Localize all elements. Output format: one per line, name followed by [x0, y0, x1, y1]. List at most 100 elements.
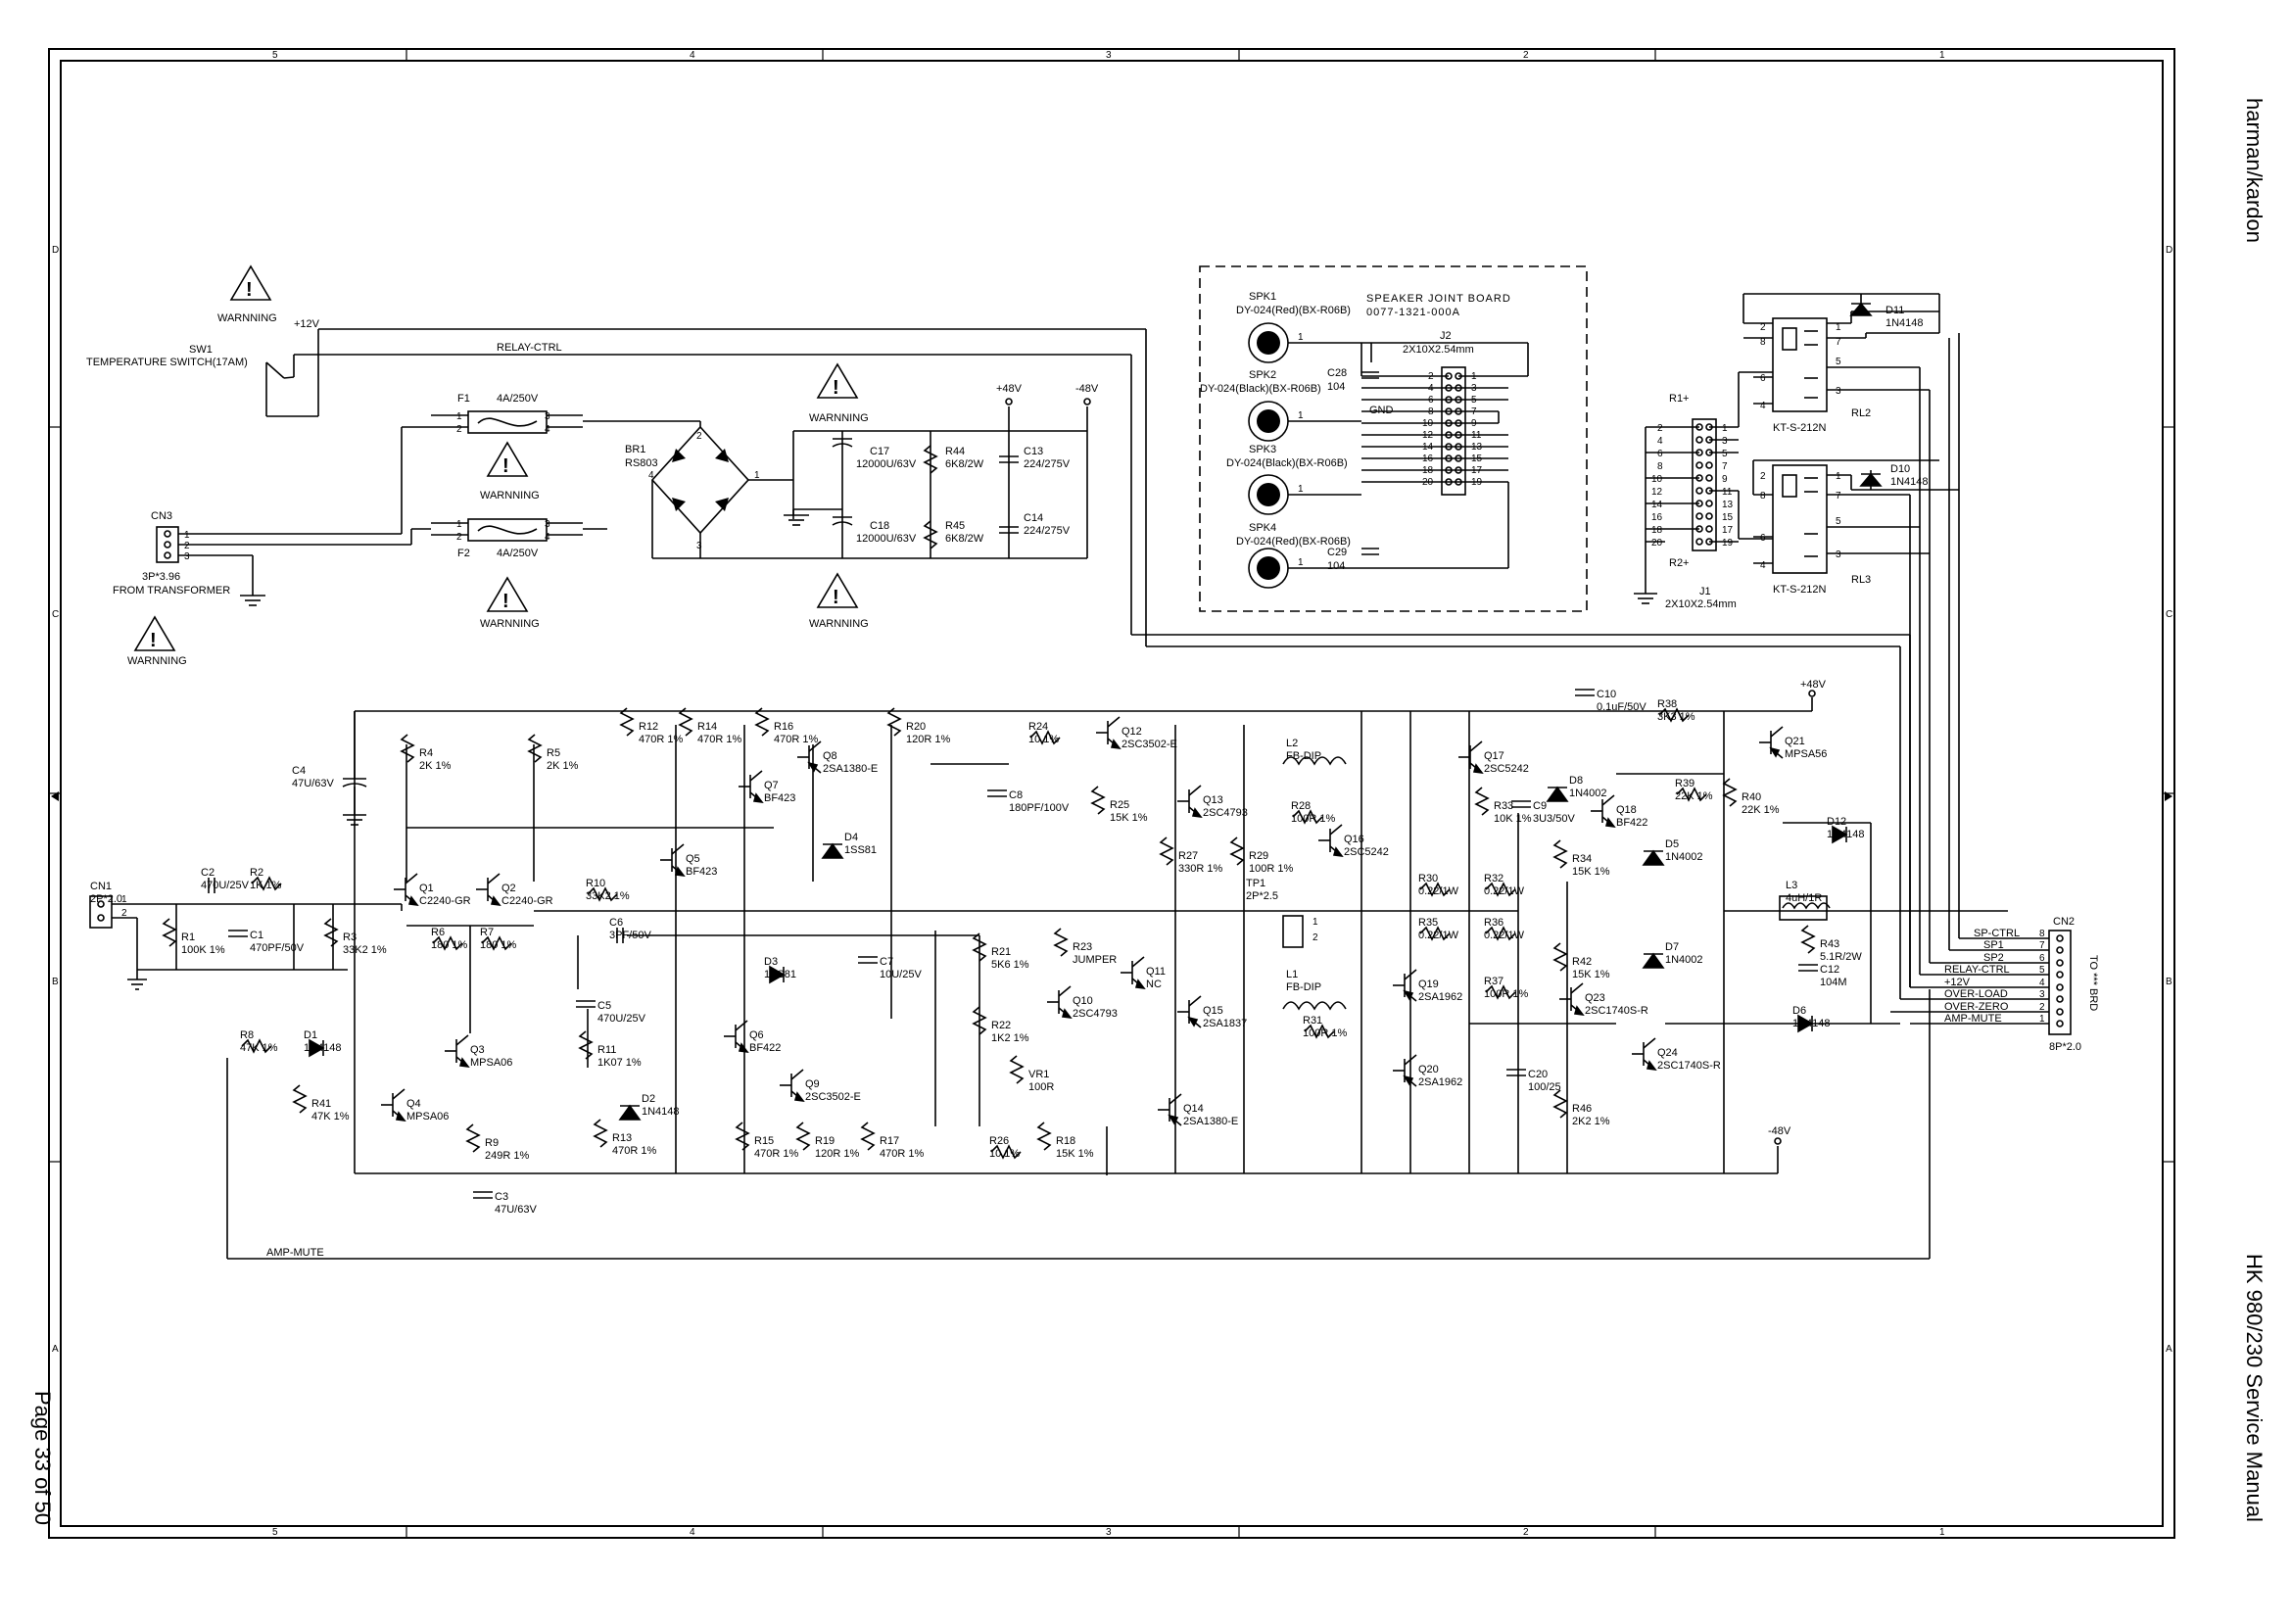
zone-right-A: A: [2166, 1344, 2172, 1355]
part-value: 1N4148: [304, 1042, 342, 1054]
r32-symbol: [1485, 882, 1516, 897]
r37-symbol: [1485, 984, 1516, 1000]
svg-text:1: 1: [184, 530, 190, 541]
r28-symbol: [1292, 809, 1323, 825]
zone-top-2: 2: [1523, 50, 1529, 61]
part-value: 2SA1962: [1418, 991, 1462, 1003]
part-value: 33K2 1%: [343, 944, 387, 956]
part-value: 180PF/100V: [1009, 802, 1070, 814]
part-value: 100R 1%: [1249, 863, 1293, 875]
d11-diode: [1849, 294, 1873, 316]
spk3-desc: DY-024(Black)(BX-R06B): [1226, 457, 1348, 469]
svg-text:3: 3: [1836, 386, 1841, 397]
svg-text:1: 1: [1298, 410, 1304, 421]
d1-symbol: [309, 1038, 325, 1058]
sw1-desc: TEMPERATURE SWITCH(17AM): [86, 357, 248, 368]
psu-ground: [784, 509, 809, 526]
d8-symbol: [1546, 786, 1569, 802]
zone-right-B: B: [2166, 977, 2172, 987]
c17-cap: [832, 438, 853, 448]
r44-ref: R44: [945, 446, 965, 457]
r18-symbol: [1036, 1122, 1052, 1151]
p48-amp-terminal: [1808, 690, 1816, 697]
part-ref: R34: [1572, 853, 1592, 865]
cn2-pin-1: AMP-MUTE 1: [1910, 1013, 2064, 1027]
spk4-terminal: 1: [1248, 548, 1391, 589]
part-ref: D12: [1827, 816, 1846, 828]
r44-value: 6K8/2W: [945, 458, 984, 470]
part-ref: C12: [1820, 964, 1839, 976]
svg-text:1: 1: [754, 470, 760, 481]
vr1-symbol: [1009, 1055, 1025, 1084]
r38-symbol: [1658, 707, 1690, 723]
cn3-wiring: [178, 426, 431, 596]
zone-left-D: D: [52, 245, 59, 256]
svg-text:17: 17: [1722, 525, 1734, 536]
svg-text:18: 18: [1651, 525, 1663, 536]
l2-inductor: [1282, 756, 1347, 766]
cn2-pin-num: 3: [2039, 989, 2045, 1000]
cn2-pin-3: OVER-LOAD 3: [1900, 988, 2064, 1003]
svg-text:6: 6: [1657, 449, 1663, 459]
part-ref: R13: [612, 1132, 632, 1144]
part-ref: Q18: [1616, 804, 1637, 816]
svg-text:7: 7: [1836, 337, 1841, 348]
zone-right-C: C: [2166, 609, 2172, 620]
r45-ref: R45: [945, 520, 965, 532]
zone-left-A: A: [52, 1344, 59, 1355]
svg-text:1: 1: [1836, 471, 1841, 482]
rl3-type: KT-S-212N: [1773, 584, 1826, 596]
svg-text:2: 2: [1313, 932, 1318, 943]
part-value: 22K 1%: [1675, 790, 1713, 802]
part-value: 15K 1%: [1572, 969, 1610, 980]
zone-bottom-5: 5: [272, 1527, 278, 1538]
svg-text:7: 7: [1722, 461, 1728, 472]
spk3-ref: SPK3: [1249, 444, 1276, 455]
warning-psu-top: ! WARNNING: [809, 362, 869, 424]
j1-wiring: [1645, 371, 1773, 588]
r23-symbol: [1053, 928, 1069, 957]
part-ref: R20: [906, 721, 926, 733]
part-ref: Q20: [1418, 1064, 1439, 1075]
part-ref: R46: [1572, 1103, 1592, 1115]
part-value: 0.22/1W: [1418, 930, 1459, 941]
cn2-pins: SP-CTRL 8 SP1 7 SP2 6 RELAY-CTRL 5 +12V …: [1890, 928, 2064, 1027]
sw1-switch: [265, 328, 1146, 635]
f2-ref: F2: [457, 548, 470, 559]
part-value: 1K07 1%: [597, 1057, 642, 1069]
r36-symbol: [1485, 926, 1516, 941]
svg-text:1: 1: [1313, 917, 1318, 928]
part-ref: Q13: [1203, 794, 1223, 806]
part-value: BF423: [764, 792, 795, 804]
warning-label: WARNNING: [809, 618, 869, 630]
r27-symbol: [1159, 836, 1174, 866]
sw1-ref: SW1: [189, 344, 213, 356]
r15-symbol: [735, 1122, 750, 1151]
svg-text:2: 2: [696, 431, 702, 442]
c3-symbol: [473, 1191, 493, 1199]
j2-gnd: GND: [1369, 405, 1394, 416]
spk2-desc: DY-024(Black)(BX-R06B): [1200, 383, 1321, 395]
part-ref: L3: [1786, 880, 1797, 891]
r29-symbol: [1229, 836, 1245, 866]
part-ref: C6: [609, 917, 623, 929]
part-value: 10 1%: [989, 1148, 1020, 1160]
part-ref: Q10: [1073, 995, 1093, 1007]
